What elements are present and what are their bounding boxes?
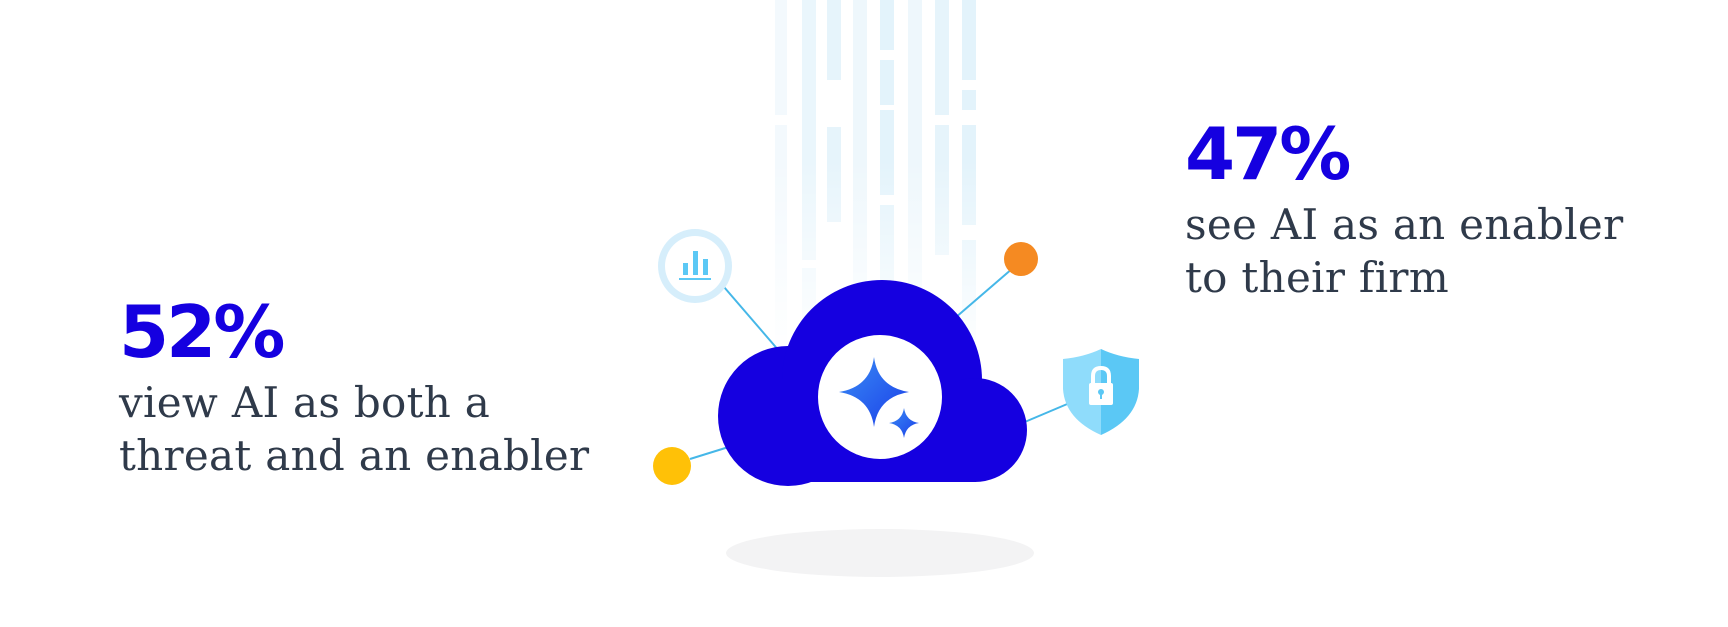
bar-chart-icon: [658, 229, 732, 303]
stat-caption-line: threat and an enabler: [119, 431, 590, 480]
stat-value: 47%: [1185, 112, 1351, 196]
stat-both-threat-enabler: 52% view AI as both a threat and an enab…: [119, 296, 589, 482]
sparkle-icon: [839, 357, 919, 438]
data-streams: [760, 0, 990, 360]
stat-caption: view AI as both a threat and an enabler: [119, 376, 589, 482]
orange-dot: [1004, 242, 1038, 276]
stat-caption: see AI as an enabler to their firm: [1185, 198, 1623, 304]
stat-value: 52%: [119, 290, 285, 374]
stat-caption-line: see AI as an enabler: [1185, 200, 1624, 249]
stat-caption-line: to their firm: [1185, 253, 1449, 302]
stat-caption-line: view AI as both a: [119, 378, 491, 427]
yellow-dot: [653, 447, 691, 485]
shield-lock-icon: [1063, 349, 1139, 435]
cloud-shadow: [726, 529, 1034, 577]
stat-enabler: 47% see AI as an enabler to their firm: [1185, 118, 1623, 304]
